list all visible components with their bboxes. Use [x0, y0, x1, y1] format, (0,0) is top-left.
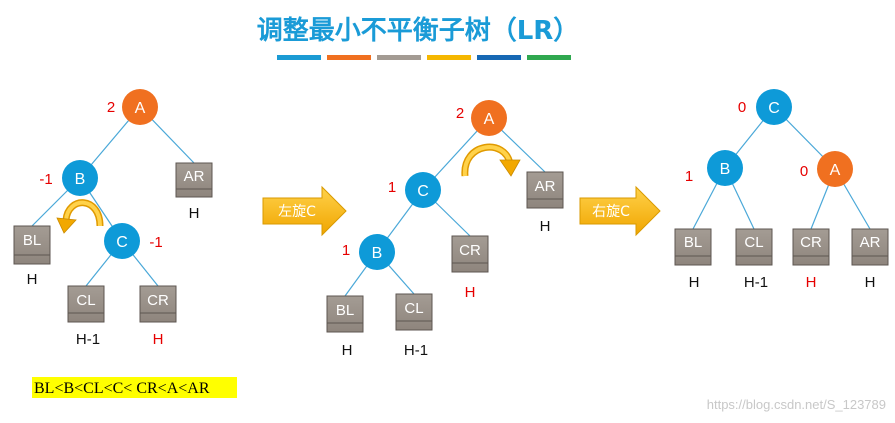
stage2-node-b	[359, 234, 395, 270]
stage2-cl-height: H-1	[404, 342, 428, 359]
diagram-title: 调整最小不平衡子树（LR）	[257, 15, 580, 46]
svg-text:CL: CL	[76, 292, 95, 309]
title-bar-3	[377, 55, 421, 60]
stage1-node-b-label: B	[75, 171, 86, 188]
ordering-inequality: BL<B<CL<C< CR<A<AR	[32, 377, 237, 398]
stage3-subtree-cl: CL	[735, 228, 773, 266]
svg-text:CR: CR	[147, 292, 169, 309]
stage2-node-c-label: C	[417, 183, 429, 200]
stage3-node-c-label: C	[768, 100, 780, 117]
title-bar-4	[427, 55, 471, 60]
stage3-ar-height: H	[865, 274, 876, 291]
stage1-subtree-bl: BL	[13, 225, 51, 265]
stage3-subtree-cr: CR	[792, 228, 830, 266]
svg-text:CR: CR	[459, 242, 481, 259]
stage1-node-c-bf: -1	[149, 234, 162, 251]
title-bar-6	[527, 55, 571, 60]
title-bar-5	[477, 55, 521, 60]
stage2-node-b-bf: 1	[342, 242, 350, 259]
svg-text:BL: BL	[684, 234, 702, 251]
stage3-node-a	[817, 151, 853, 187]
title-color-bars	[277, 55, 571, 60]
stage2-rotation-arrow	[461, 143, 521, 177]
svg-text:CL: CL	[744, 234, 763, 251]
stage2-node-c	[405, 172, 441, 208]
stage3-cr-height: H	[806, 274, 817, 291]
stage3-subtree-ar: AR	[851, 228, 889, 266]
stage1-node-c-label: C	[116, 234, 128, 251]
left-rotate-label: 左旋C	[278, 204, 316, 220]
stage1-node-b	[62, 160, 98, 196]
svg-text:AR: AR	[184, 168, 205, 185]
stage3-node-b-bf: 1	[685, 168, 693, 185]
title-bar-2	[327, 55, 371, 60]
title-bar-1	[277, 55, 321, 60]
svg-text:AR: AR	[535, 178, 556, 195]
stage1-node-a-label: A	[135, 100, 146, 117]
stage3-node-a-label: A	[830, 162, 841, 179]
stage2-tree: A 2 C 1 B 1 AR H CR H BL H	[326, 100, 564, 359]
stage1-subtree-cr: CR	[139, 285, 177, 323]
stage1-cr-height: H	[153, 331, 164, 348]
stage1-subtree-cl: CL	[67, 285, 105, 323]
stage2-node-a-bf: 2	[456, 105, 464, 122]
stage1-rotation-arrow	[56, 199, 104, 234]
inequality-highlight	[32, 377, 237, 398]
right-rotate-arrow: 右旋C	[579, 185, 661, 237]
stage3-node-b-label: B	[720, 161, 731, 178]
svg-text:BL: BL	[336, 302, 354, 319]
stage1-bl-height: H	[27, 271, 38, 288]
stage3-cl-height: H-1	[744, 274, 768, 291]
stage1-node-a	[122, 89, 158, 125]
stage1-node-b-bf: -1	[39, 171, 52, 188]
stage1-edges	[31, 106, 195, 287]
stage1-cl-height: H-1	[76, 331, 100, 348]
right-rotate-label: 右旋C	[592, 204, 630, 220]
inequality-text: BL<B<CL<C< CR<A<AR	[34, 380, 210, 397]
stage3-tree: C 0 B 1 A 0 BL H CL H-1 CR H	[674, 89, 889, 291]
watermark: https://blog.csdn.net/S_123789	[707, 397, 886, 412]
svg-text:CL: CL	[404, 300, 423, 317]
stage1-subtree-ar: AR	[175, 162, 213, 198]
stage2-node-b-label: B	[372, 245, 383, 262]
stage3-bl-height: H	[689, 274, 700, 291]
stage2-subtree-cr: CR	[451, 235, 489, 273]
stage2-node-c-bf: 1	[388, 179, 396, 196]
stage3-node-a-bf: 0	[800, 163, 808, 180]
svg-text:CR: CR	[800, 234, 822, 251]
stage1-node-c	[104, 223, 140, 259]
stage2-bl-height: H	[342, 342, 353, 359]
svg-text:BL: BL	[23, 232, 41, 249]
stage3-subtree-bl: BL	[674, 228, 712, 266]
stage1-tree: A 2 B -1 C -1 AR H BL H CL H-1	[13, 89, 213, 348]
stage3-node-c	[756, 89, 792, 125]
stage1-ar-height: H	[189, 205, 200, 222]
stage2-subtree-bl: BL	[326, 295, 364, 333]
stage2-subtree-ar: AR	[526, 171, 564, 209]
stage2-subtree-cl: CL	[395, 293, 433, 331]
stage1-node-a-bf: 2	[107, 99, 115, 116]
stage2-cr-height: H	[465, 284, 476, 301]
stage2-node-a	[471, 100, 507, 136]
stage3-node-c-bf: 0	[738, 99, 746, 116]
stage2-node-a-label: A	[484, 111, 495, 128]
stage3-node-b	[707, 150, 743, 186]
svg-text:AR: AR	[860, 234, 881, 251]
left-rotate-arrow: 左旋C	[262, 185, 347, 237]
stage2-ar-height: H	[540, 218, 551, 235]
